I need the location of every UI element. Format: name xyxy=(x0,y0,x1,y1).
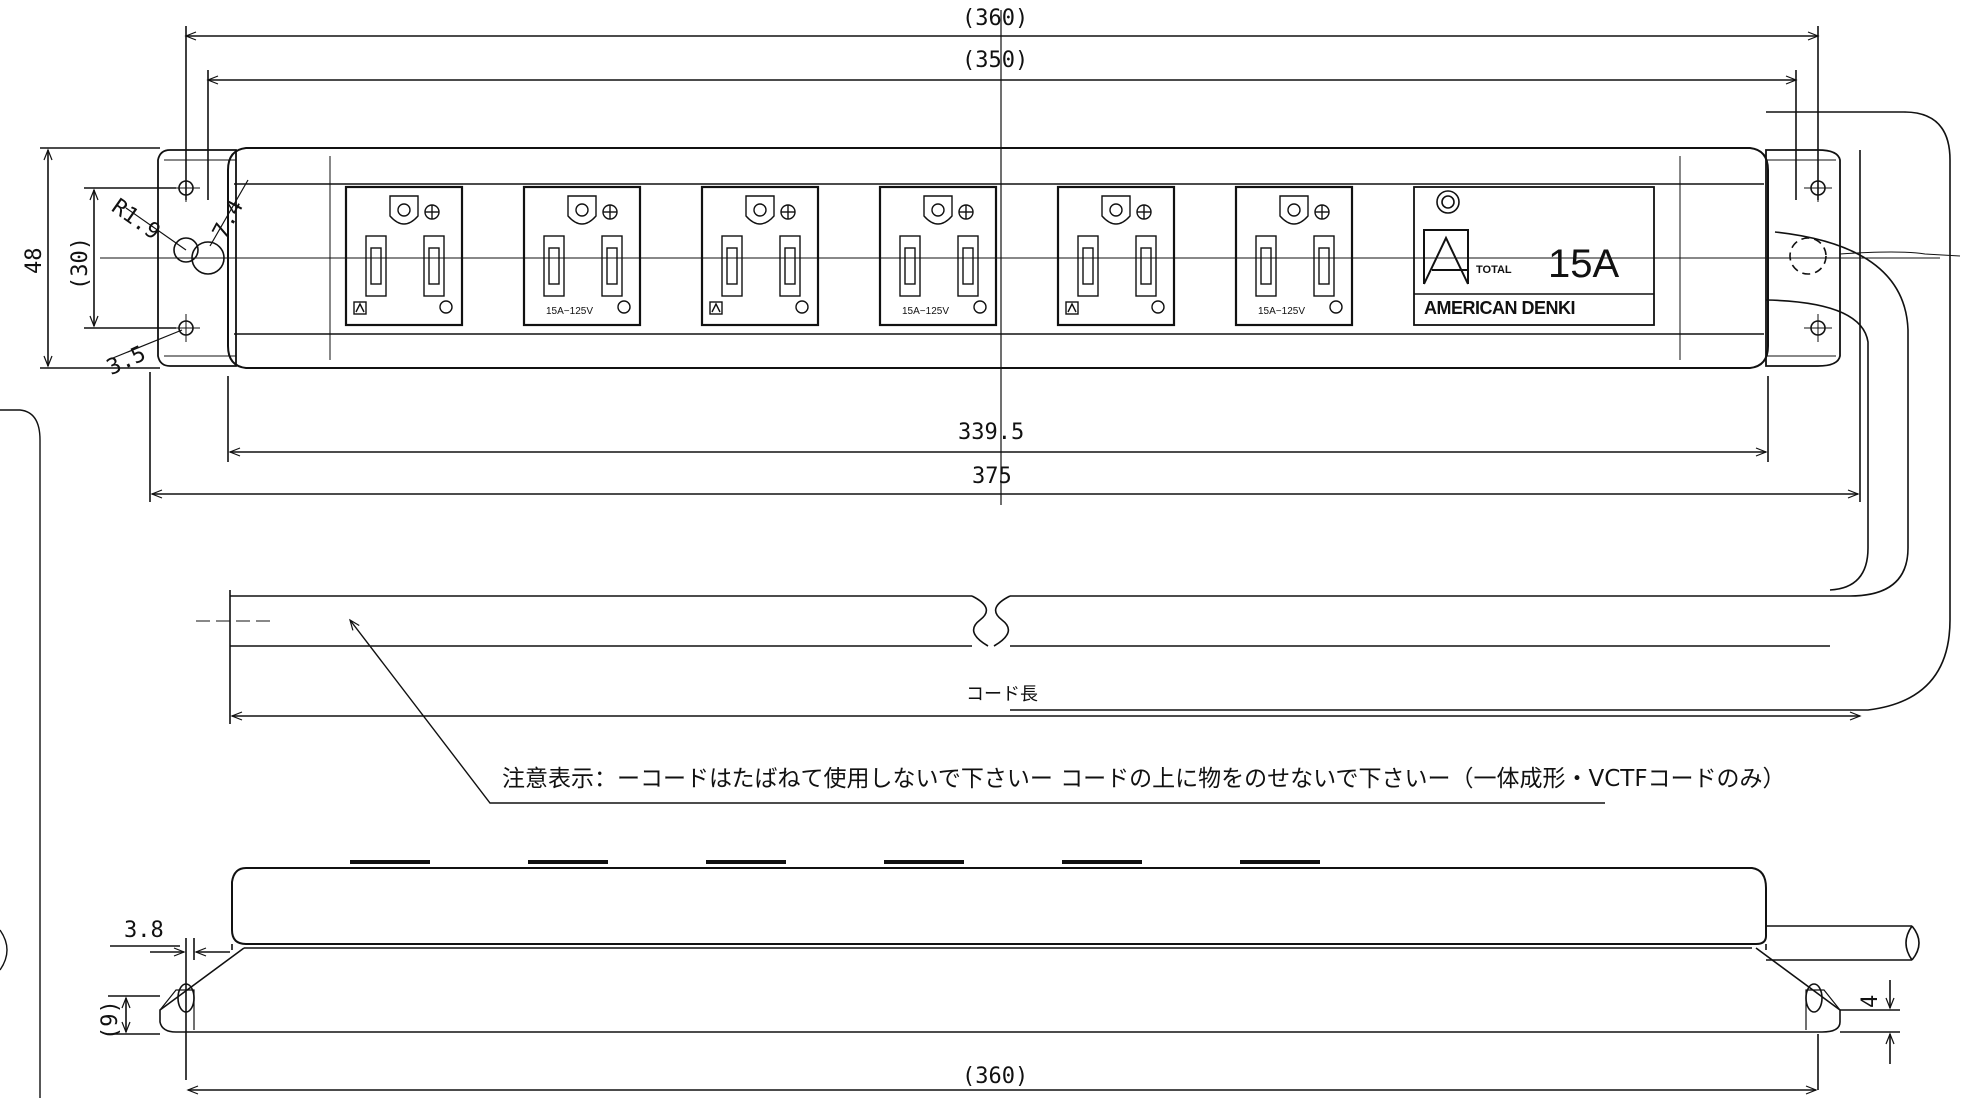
outlet-3-slot-right xyxy=(779,235,801,297)
outlet-6-slot-right xyxy=(1313,235,1335,297)
outlet-2-ground-pin-icon xyxy=(567,195,597,225)
cord-length-label: コード長 xyxy=(966,684,1038,705)
caution-note: 注意表示：ーコードはたばねて使用しないで下さいー コードの上に物をのせないで下さ… xyxy=(502,766,1786,792)
outlet-6-rating: 15A−125V xyxy=(1258,306,1305,317)
panel-indicator-icon xyxy=(1436,190,1460,214)
outlet-4-slot-left xyxy=(899,235,921,297)
dimension-label-350-top: (350) xyxy=(962,48,1029,73)
outlet-3-n-mark-icon xyxy=(795,300,809,314)
outlet-5-slot-right xyxy=(1135,235,1157,297)
outlet-5-logo-icon xyxy=(1065,301,1079,315)
outlet-group xyxy=(344,185,1354,327)
outlet-2-n-mark-icon xyxy=(617,300,631,314)
power-strip-side-view xyxy=(159,860,1920,1033)
dimension-label-48: 48 xyxy=(22,247,47,275)
dimension-label-side-offset: 3.8 xyxy=(124,918,164,943)
dimension-48 xyxy=(40,147,160,369)
dimension-label-side-foot: 4 xyxy=(1858,994,1883,1008)
dimension-360-top xyxy=(184,26,1820,200)
outlet-6 xyxy=(1234,185,1354,327)
outlet-4-ground-pin-icon xyxy=(923,195,953,225)
power-strip-top-view xyxy=(100,147,1940,369)
dimension-350-top xyxy=(206,70,1798,200)
dimension-label-side-height: (9) xyxy=(98,1000,123,1040)
outlet-4-slot-right xyxy=(957,235,979,297)
outlet-1-slot-right xyxy=(423,235,445,297)
outlet-2 xyxy=(522,185,642,327)
outlet-2-slot-left xyxy=(543,235,565,297)
outlet-1-logo-icon xyxy=(353,301,367,315)
outlet-2-slot-right xyxy=(601,235,623,297)
outlet-1-slot-left xyxy=(365,235,387,297)
side-dimensions xyxy=(108,938,1900,1095)
outlet-1-ground-pin-icon xyxy=(389,195,419,225)
brand-logo-icon xyxy=(1423,229,1469,285)
outlet-5-slot-left xyxy=(1077,235,1099,297)
brand-amp-label: 15A xyxy=(1548,242,1620,286)
outlet-6-slot-left xyxy=(1255,235,1277,297)
brand-name-label: AMERICAN DENKI xyxy=(1424,298,1576,318)
brand-total-label: TOTAL xyxy=(1476,264,1512,276)
outlet-5 xyxy=(1056,185,1176,327)
dimension-label-30: (30) xyxy=(68,237,93,290)
dimension-label-360-bottom: (360) xyxy=(962,1064,1029,1089)
frame-edge xyxy=(0,409,41,1098)
power-cord xyxy=(196,111,1961,724)
outlet-5-ground-pin-icon xyxy=(1101,195,1131,225)
dimension-339-5 xyxy=(227,376,1769,462)
outlet-3-logo-icon xyxy=(709,301,723,315)
brand-label-panel xyxy=(1413,186,1655,326)
outlet-1 xyxy=(344,185,464,327)
outlet-6-ground-pin-icon xyxy=(1279,195,1309,225)
outlet-4-n-mark-icon xyxy=(973,300,987,314)
dimension-label-339-5: 339.5 xyxy=(958,420,1025,445)
caution-leader xyxy=(349,618,1605,804)
dimension-label-360-top: (360) xyxy=(962,6,1029,31)
outlet-2-rating: 15A−125V xyxy=(546,306,593,317)
outlet-3-slot-left xyxy=(721,235,743,297)
outlet-6-n-mark-icon xyxy=(1329,300,1343,314)
outlet-3-ground-pin-icon xyxy=(745,195,775,225)
outlet-5-n-mark-icon xyxy=(1151,300,1165,314)
outlet-4 xyxy=(878,185,998,327)
outlet-1-n-mark-icon xyxy=(439,300,453,314)
outlet-4-rating: 15A−125V xyxy=(902,306,949,317)
outlet-3 xyxy=(700,185,820,327)
dimension-label-375: 375 xyxy=(972,464,1012,489)
dimension-30 xyxy=(84,187,176,329)
